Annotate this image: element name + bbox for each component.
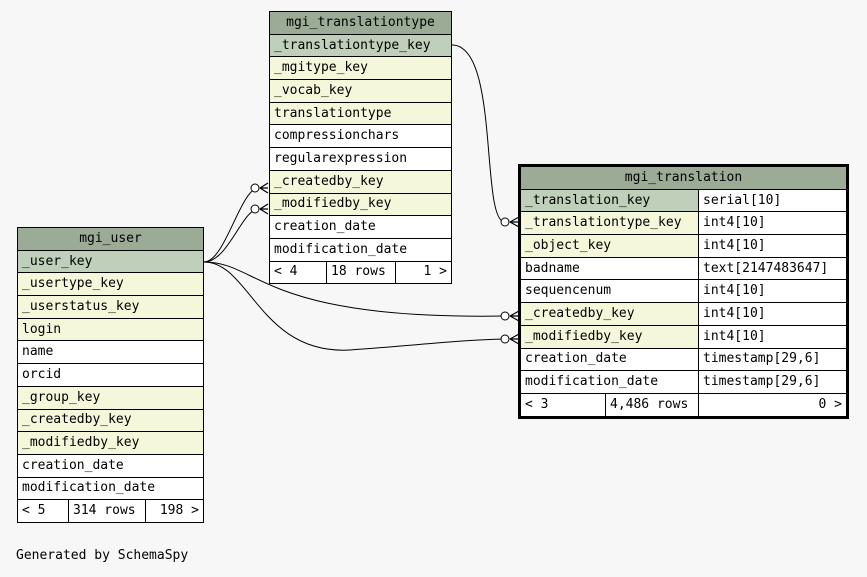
- column-type: int4[10]: [698, 279, 848, 304]
- column-name[interactable]: modification_date: [519, 370, 699, 394]
- crowfoot-mark: [259, 182, 269, 194]
- column-name[interactable]: _usertype_key: [17, 272, 204, 297]
- column-type: serial[10]: [698, 188, 848, 213]
- column-name[interactable]: badname: [519, 256, 699, 281]
- table-title[interactable]: mgi_translationtype: [269, 11, 452, 35]
- column-name[interactable]: modification_date: [269, 237, 452, 262]
- column-name[interactable]: orcid: [17, 363, 204, 387]
- column-name[interactable]: creation_date: [519, 347, 699, 372]
- parent-count[interactable]: < 5: [17, 499, 69, 523]
- link-end-circle: [500, 311, 510, 321]
- row-count: 314 rows: [68, 499, 146, 523]
- column-type: int4[10]: [698, 234, 848, 258]
- column-type: int4[10]: [698, 324, 848, 349]
- column-name[interactable]: _translation_key: [519, 188, 699, 213]
- column-name[interactable]: _user_key: [17, 249, 204, 274]
- column-name[interactable]: login: [17, 317, 204, 342]
- column-name[interactable]: _createdby_key: [17, 408, 204, 433]
- column-name[interactable]: compressionchars: [269, 124, 452, 149]
- column-type: int4[10]: [698, 211, 848, 236]
- link-end-circle: [500, 334, 510, 344]
- table-mgi-translationtype: mgi_translationtype _translationtype_key…: [269, 11, 452, 285]
- child-count[interactable]: 0 >: [698, 392, 848, 418]
- table-title[interactable]: mgi_user: [17, 227, 204, 251]
- table-title[interactable]: mgi_translation: [519, 165, 848, 190]
- generated-by-label: Generated by SchemaSpy: [16, 548, 189, 563]
- column-name[interactable]: _createdby_key: [519, 302, 699, 326]
- column-name[interactable]: _translationtype_key: [519, 211, 699, 236]
- column-name[interactable]: _modifiedby_key: [519, 324, 699, 349]
- parent-count[interactable]: < 3: [519, 392, 606, 418]
- column-name[interactable]: _modifiedby_key: [269, 192, 452, 217]
- column-type: timestamp[29,6]: [698, 347, 848, 372]
- link-end-circle: [250, 204, 260, 214]
- column-name[interactable]: _vocab_key: [269, 79, 452, 103]
- column-name[interactable]: creation_date: [17, 453, 204, 478]
- crowfoot-mark: [509, 333, 520, 345]
- row-count: 4,486 rows: [605, 392, 699, 418]
- column-type: int4[10]: [698, 302, 848, 326]
- table-mgi-user: mgi_user _user_key _usertype_key _userst…: [17, 227, 204, 523]
- column-name[interactable]: regularexpression: [269, 147, 452, 171]
- row-count: 18 rows: [326, 260, 396, 285]
- column-name[interactable]: _userstatus_key: [17, 295, 204, 319]
- column-name[interactable]: _modifiedby_key: [17, 431, 204, 455]
- column-name[interactable]: name: [17, 340, 204, 365]
- link-user-to-translationtype-createdby: [203, 187, 259, 263]
- crowfoot-mark: [509, 216, 520, 228]
- column-type: timestamp[29,6]: [698, 370, 848, 394]
- link-translationtype-to-translation: [451, 44, 506, 223]
- column-name[interactable]: creation_date: [269, 215, 452, 239]
- column-name[interactable]: translationtype: [269, 101, 452, 126]
- column-type: text[2147483647]: [698, 256, 848, 281]
- column-name[interactable]: _translationtype_key: [269, 33, 452, 58]
- column-name[interactable]: sequencenum: [519, 279, 699, 304]
- crowfoot-mark: [509, 310, 520, 322]
- column-name[interactable]: _createdby_key: [269, 169, 452, 194]
- child-count[interactable]: 1 >: [395, 260, 452, 285]
- column-name[interactable]: _mgitype_key: [269, 56, 452, 81]
- child-count[interactable]: 198 >: [145, 499, 204, 523]
- link-end-circle: [500, 217, 510, 227]
- column-name[interactable]: _group_key: [17, 385, 204, 410]
- column-name[interactable]: modification_date: [17, 476, 204, 501]
- link-user-to-translationtype-modifiedby: [203, 208, 259, 263]
- link-user-to-translation-createdby: [203, 261, 506, 317]
- crowfoot-mark: [259, 203, 269, 215]
- parent-count[interactable]: < 4: [269, 260, 327, 285]
- link-end-circle: [250, 183, 260, 193]
- column-name[interactable]: _object_key: [519, 234, 699, 258]
- link-user-to-translation-modifiedby: [203, 261, 506, 351]
